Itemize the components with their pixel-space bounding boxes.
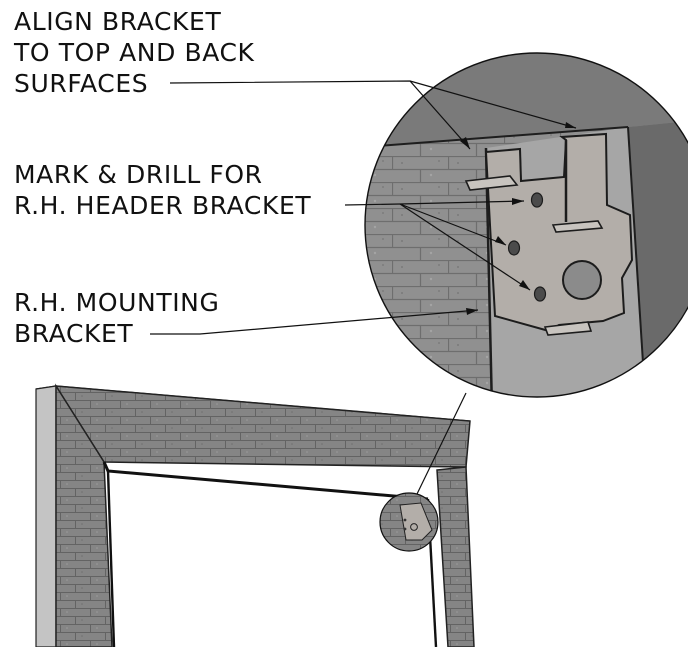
frame-left-jamb-side xyxy=(35,385,57,647)
callout-mounting-line-1: R.H. MOUNTING xyxy=(14,288,220,317)
callout-mounting-line-2: BRACKET xyxy=(14,319,134,348)
detail-circle-small xyxy=(379,492,439,552)
callout-mark-drill: MARK & DRILL FOR R.H. HEADER BRACKET xyxy=(14,159,311,221)
detail-leader-line xyxy=(416,392,467,495)
leader-mounting-bracket xyxy=(150,309,479,335)
frame-left-jamb xyxy=(55,383,113,647)
callout-mark-line-1: MARK & DRILL FOR xyxy=(14,160,263,189)
bracket-hole-middle xyxy=(507,240,521,256)
magnified-detail-view xyxy=(364,52,688,398)
right-back-wall xyxy=(628,118,688,397)
frame-header-front xyxy=(54,385,471,468)
callout-align-bracket: ALIGN BRACKET TO TOP AND BACK SURFACES xyxy=(14,6,255,99)
callout-align-line-2: TO TOP AND BACK xyxy=(14,38,255,67)
callout-align-line-3: SURFACES xyxy=(14,69,149,98)
frame-right-jamb xyxy=(436,466,475,647)
leader-arrowheads xyxy=(460,122,576,315)
callout-align-line-1: ALIGN BRACKET xyxy=(14,7,222,36)
callout-mounting-bracket: R.H. MOUNTING BRACKET xyxy=(14,287,219,349)
bracket-hole-lower xyxy=(533,286,547,302)
bracket-large-hole xyxy=(562,260,602,300)
opening-top-edge xyxy=(102,461,429,501)
opening-left-edge xyxy=(106,470,116,647)
leader-lines xyxy=(150,80,577,335)
bracket-hole-upper xyxy=(530,192,544,208)
door-frame xyxy=(35,383,475,647)
callout-mark-line-2: R.H. HEADER BRACKET xyxy=(14,191,312,220)
